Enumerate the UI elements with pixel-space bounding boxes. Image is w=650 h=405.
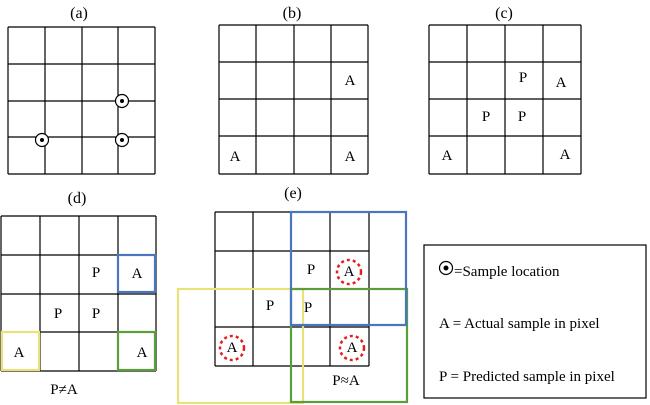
- panel-d-label: (d): [68, 190, 87, 207]
- panel-d: (d) P P P A A A P≠A: [0, 190, 157, 398]
- actual-sample-label: A: [137, 345, 148, 361]
- panel-b-grid: [218, 24, 369, 175]
- panel-e: (e) P P P A A A P≈A: [176, 185, 409, 405]
- panel-c: (c) P P P A A A: [428, 5, 582, 175]
- sample-location-icon: [438, 260, 454, 276]
- predicted-sample-label: P: [54, 306, 62, 322]
- predicted-sample-label: P: [92, 306, 100, 322]
- panel-a-grid: [7, 26, 156, 175]
- legend: =Sample location A = Actual sample in pi…: [423, 244, 647, 399]
- legend-predicted: P = Predicted sample in pixel: [439, 369, 615, 385]
- dashed-match-circle: [335, 258, 363, 286]
- actual-sample-label: A: [14, 345, 25, 361]
- yellow-highlight-box: [0, 330, 41, 372]
- green-highlight-box: [116, 330, 157, 372]
- yellow-region-box: [176, 287, 305, 405]
- dashed-match-circle: [338, 334, 366, 362]
- sample-location-marker: [114, 93, 130, 109]
- green-region-box: [289, 287, 409, 404]
- panel-e-label: (e): [284, 185, 302, 202]
- sample-location-marker: [114, 132, 130, 148]
- predicted-sample-label: P: [307, 262, 315, 278]
- actual-sample-label: A: [345, 149, 356, 165]
- predicted-sample-label: P: [482, 109, 490, 125]
- panel-a-label: (a): [70, 5, 88, 22]
- predicted-sample-label: P: [519, 70, 527, 86]
- panel-c-grid: [428, 24, 582, 175]
- legend-actual: A = Actual sample in pixel: [439, 316, 600, 332]
- actual-sample-label: A: [556, 75, 567, 91]
- predicted-sample-label: P: [266, 298, 274, 314]
- actual-sample-label: A: [230, 149, 241, 165]
- panel-b: (b) A A A: [218, 5, 369, 175]
- dashed-match-circle: [218, 334, 246, 362]
- actual-sample-label: A: [344, 264, 355, 280]
- predicted-sample-label: P: [304, 300, 312, 316]
- panel-d-caption: P≠A: [50, 382, 78, 398]
- legend-sample-location: =Sample location: [454, 264, 560, 280]
- predicted-sample-label: P: [518, 109, 526, 125]
- sample-location-marker: [34, 132, 50, 148]
- predicted-sample-label: P: [92, 265, 100, 281]
- actual-sample-label: A: [560, 147, 571, 163]
- actual-sample-label: A: [227, 340, 238, 356]
- blue-region-box: [289, 210, 408, 327]
- panel-c-label: (c): [495, 5, 513, 22]
- blue-highlight-box: [116, 253, 157, 294]
- actual-sample-label: A: [345, 73, 356, 89]
- panel-e-caption: P≈A: [332, 373, 360, 389]
- panel-b-label: (b): [283, 5, 302, 22]
- actual-sample-label: A: [347, 340, 358, 356]
- legend-box: [423, 244, 647, 399]
- actual-sample-label: A: [442, 148, 453, 164]
- actual-sample-label: A: [132, 266, 143, 282]
- panel-a: (a): [7, 5, 156, 175]
